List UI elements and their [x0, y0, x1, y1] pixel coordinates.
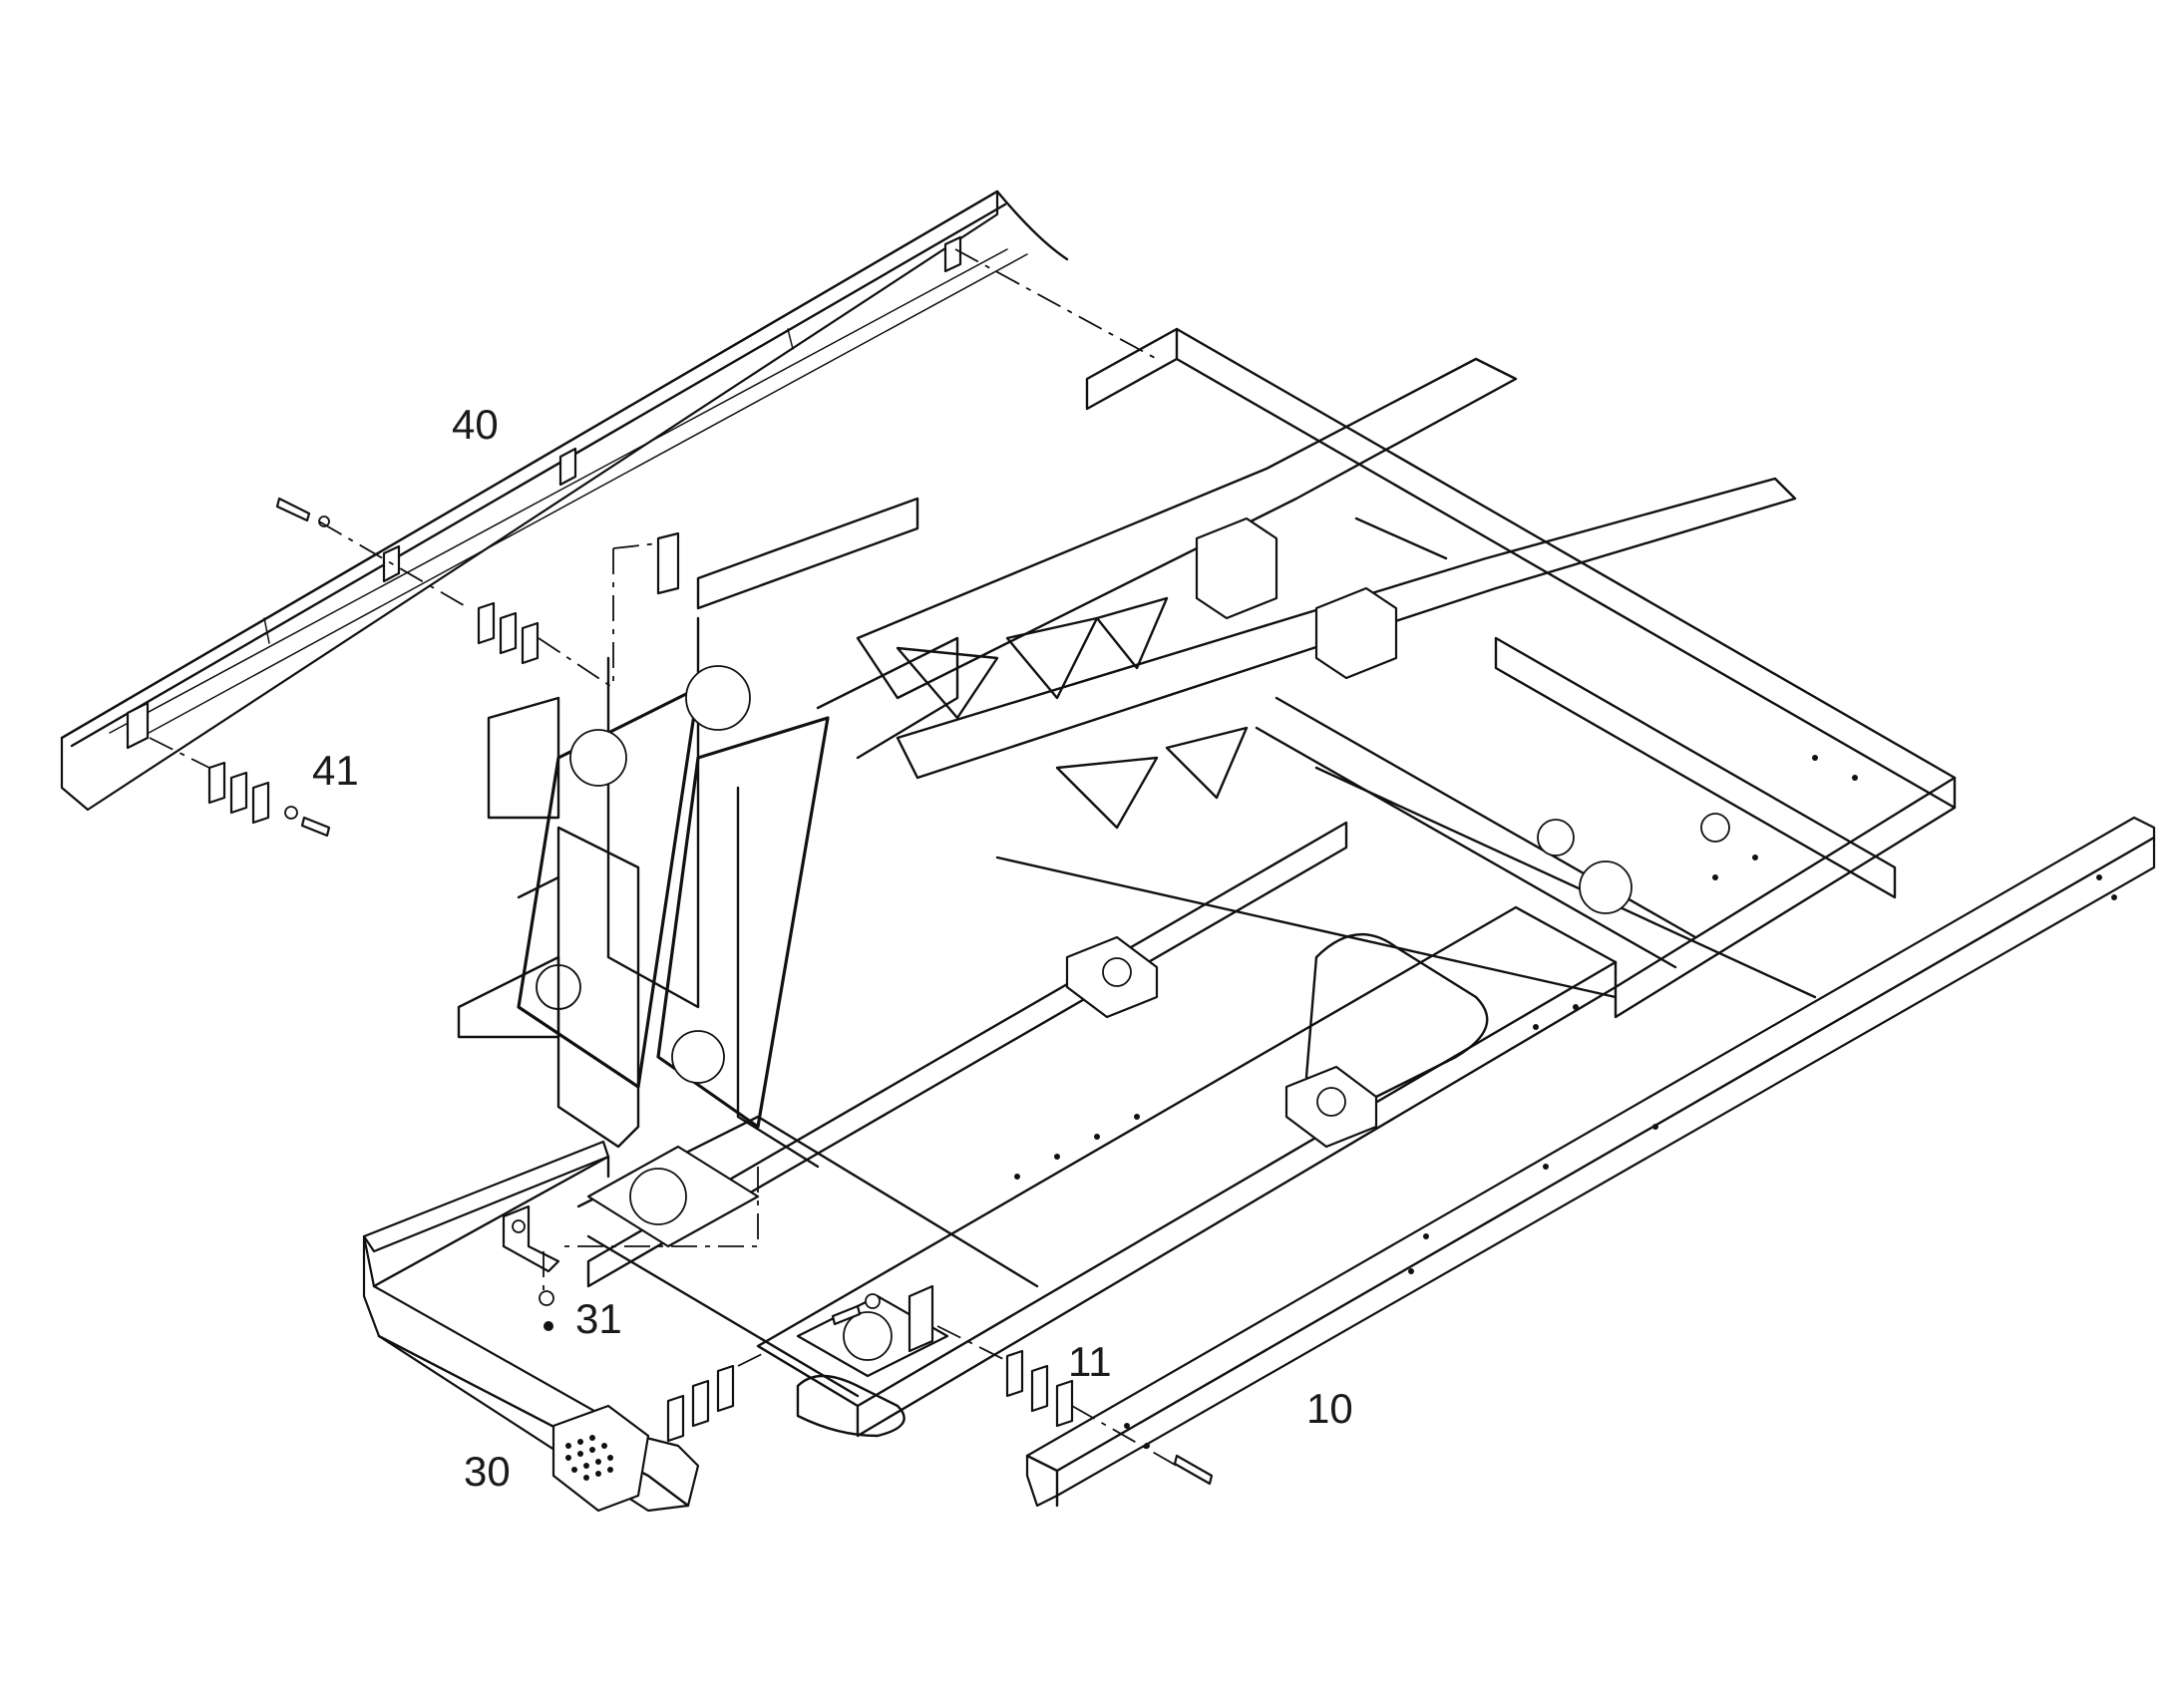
- callout-11: 11: [1068, 1338, 1112, 1385]
- part-40-rail: [60, 189, 1069, 812]
- callout-41: 41: [312, 747, 359, 794]
- fasteners-41: [207, 761, 331, 838]
- callout-40: 40: [452, 401, 499, 448]
- fasteners-11: [831, 1284, 1214, 1486]
- frame-bolts: [1014, 755, 1858, 1180]
- callout-30: 30: [464, 1448, 511, 1495]
- fasteners-upper: [275, 497, 680, 665]
- leader-lines: [149, 248, 1178, 1467]
- part-30-bumper: [362, 1140, 700, 1513]
- part-10-rail: [1025, 816, 2156, 1508]
- chassis-frame: [457, 327, 1957, 1438]
- grille-holes: [565, 1435, 613, 1481]
- fasteners-30: [539, 1290, 735, 1443]
- callout-10: 10: [1306, 1385, 1353, 1432]
- callout-31: 31: [575, 1295, 622, 1342]
